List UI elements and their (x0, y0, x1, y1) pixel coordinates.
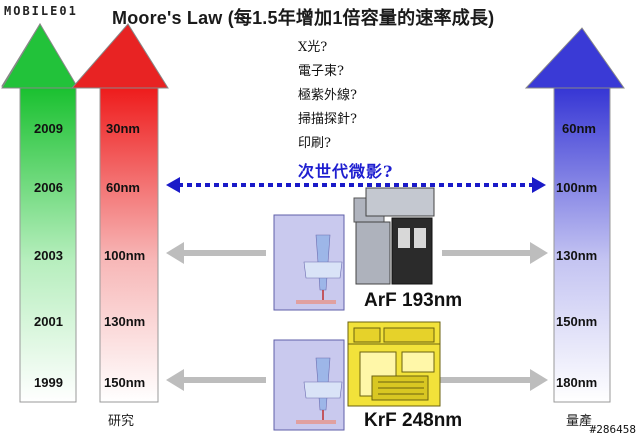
candidate-tech-item: 極紫外線? (298, 88, 357, 103)
dotted-double-arrow-icon (166, 177, 546, 193)
gray-double-arrow-icon (166, 242, 548, 391)
krf-device-label: KrF 248nm (364, 410, 463, 431)
production-node-label: 180nm (556, 375, 598, 390)
year-label: 2001 (34, 314, 63, 329)
research-node-label: 150nm (104, 375, 146, 390)
year-label: 2006 (34, 180, 63, 195)
red-up-arrow-icon (70, 23, 169, 403)
year-label: 1999 (34, 375, 63, 390)
watermark-id: #286458 (589, 423, 636, 436)
research-node-label: 130nm (104, 314, 146, 329)
candidate-tech-item: 印刷? (298, 136, 331, 151)
production-node-label: 100nm (556, 180, 598, 195)
production-node-label: 60nm (562, 121, 596, 136)
production-label: 量產 (566, 414, 593, 429)
candidate-tech-item: 電子束? (298, 64, 344, 79)
arf-device-label: ArF 193nm (364, 290, 463, 311)
candidate-tech-item: X光? (298, 40, 328, 55)
blue-up-arrow-icon (524, 27, 625, 403)
research-node-label: 100nm (104, 248, 146, 263)
research-label: 研究 (108, 414, 135, 429)
year-label: 2003 (34, 248, 63, 263)
site-logo: MOBILE01 (4, 4, 78, 18)
research-node-label: 30nm (106, 121, 140, 136)
production-node-label: 130nm (556, 248, 598, 263)
production-node-label: 150nm (556, 314, 598, 329)
page-title: Moore's Law (每1.5年增加1倍容量的速率成長) (112, 8, 495, 28)
green-up-arrow-icon (1, 23, 79, 403)
candidate-tech-item: 掃描探針? (298, 112, 357, 127)
krf-device-illustration (273, 321, 441, 431)
next-gen-lithography-label: 次世代微影? (298, 162, 394, 181)
candidate-tech-list: X光? 電子束? 極紫外線? 掃描探針? 印刷? (298, 36, 357, 156)
year-label: 2009 (34, 121, 63, 136)
arf-device-illustration (273, 187, 442, 311)
research-node-label: 60nm (106, 180, 140, 195)
